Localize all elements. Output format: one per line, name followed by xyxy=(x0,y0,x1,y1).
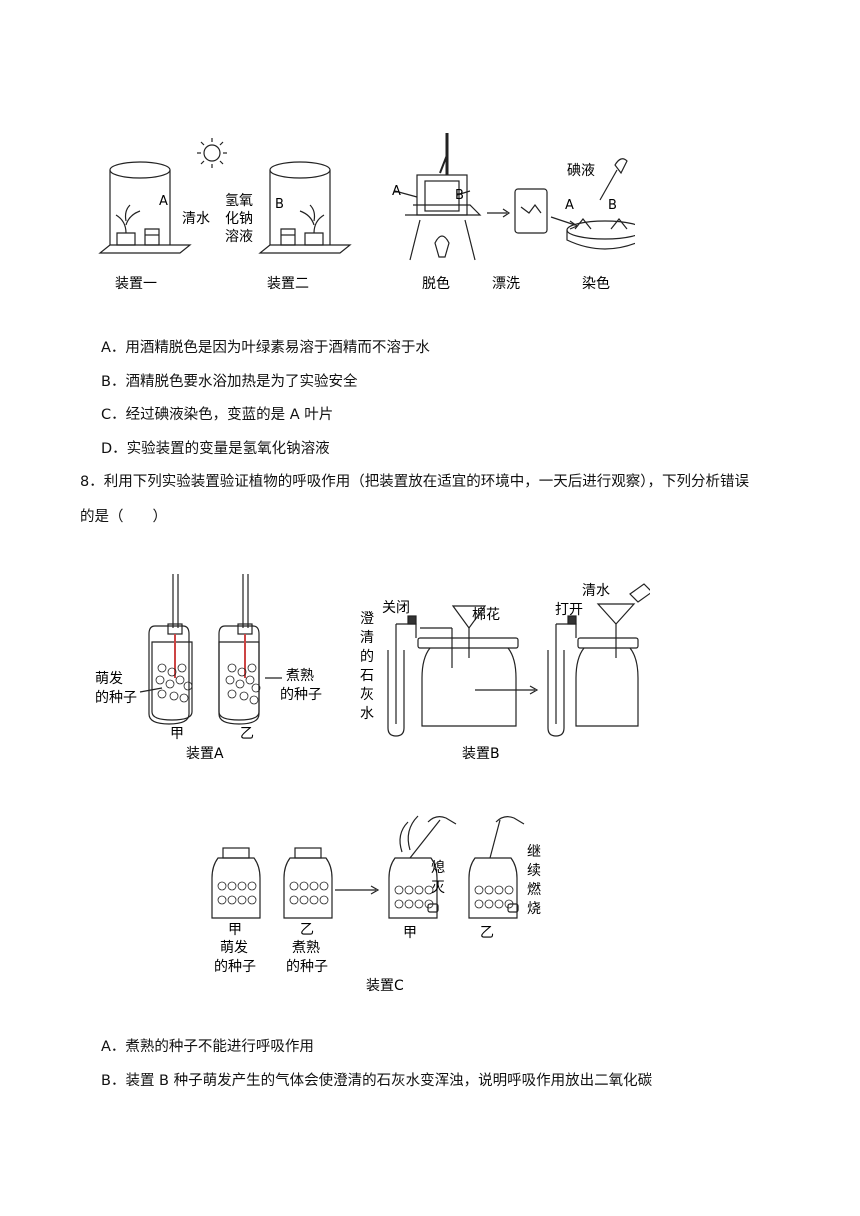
c-boil-label-1: 煮熟 xyxy=(292,940,320,956)
extinguish-char-2: 灭 xyxy=(431,880,445,896)
hand-yi-icon xyxy=(495,816,525,825)
caption-device-2: 装置二 xyxy=(267,276,309,292)
bath-a-label: A xyxy=(392,184,401,199)
seeds-a-icon xyxy=(155,663,261,705)
boiled-seed-label-1: 煮熟 xyxy=(286,668,314,684)
q8-stem-line-2: 的是（ ） xyxy=(80,509,167,525)
extinguish-char-1: 熄 xyxy=(431,859,445,876)
dish-b-label: B xyxy=(608,198,617,213)
lime-char-5: 灰 xyxy=(360,687,374,703)
sun-icon xyxy=(197,138,227,168)
figure-device-c-drawing: 甲 乙 萌发 的种子 煮熟 的种子 熄 灭 继 续 燃 烧 甲 乙 装置C xyxy=(211,815,541,994)
q7-option-b[interactable]: B．酒精脱色要水浴加热是为了实验安全 xyxy=(101,374,358,390)
naoh-label-3: 溶液 xyxy=(225,229,253,245)
thermos-jia-icon xyxy=(148,574,193,725)
caption-decolor: 脱色 xyxy=(422,275,450,292)
burn-char-3: 燃 xyxy=(527,881,541,898)
c-yi-test-label: 乙 xyxy=(480,925,494,941)
thermos-yi-icon xyxy=(218,574,260,725)
figure-photosynthesis-drawing: A 清水 氢氧 B 化钠 溶液 A B 碘液 A B 装置一 装置二 脱色 漂洗… xyxy=(98,133,644,292)
petri-dish-icon xyxy=(566,218,644,250)
c-germ-label-1: 萌发 xyxy=(220,940,248,956)
arrow-b-icon xyxy=(475,685,539,695)
bottle-jia-test-icon xyxy=(388,815,441,919)
jar-left-icon xyxy=(417,605,519,727)
c-boil-label-2: 的种子 xyxy=(286,959,328,975)
iodine-label: 碘液 xyxy=(567,163,595,179)
jia-label: 甲 xyxy=(170,726,184,742)
device-b-caption: 装置B xyxy=(462,746,500,762)
germ-seed-label-1: 萌发 xyxy=(95,671,123,687)
burn-char-4: 烧 xyxy=(527,901,541,917)
lime-char-2: 清 xyxy=(360,630,374,646)
rinse-beaker-icon xyxy=(514,188,548,234)
naoh-label-2: 化钠 xyxy=(225,211,253,227)
test-tube-left-icon xyxy=(387,615,417,737)
test-tube-right-icon xyxy=(547,615,577,737)
open-label: 打开 xyxy=(555,601,583,618)
figure-device-c: 甲 乙 萌发 的种子 煮熟 的种子 熄 灭 继 续 燃 烧 甲 乙 装置C xyxy=(200,800,560,1000)
figure-photosynthesis: A 清水 氢氧 B 化钠 溶液 A B 碘液 A B 装置一 装置二 脱色 漂洗… xyxy=(95,125,644,300)
caption-device-1: 装置一 xyxy=(115,276,157,292)
bell-jar-1-icon xyxy=(98,161,192,254)
leaf-b-label: B xyxy=(275,197,284,212)
water-label: 清水 xyxy=(182,211,210,227)
q7-option-a[interactable]: A．用酒精脱色是因为叶绿素易溶于酒精而不溶于水 xyxy=(101,340,430,356)
c-germ-label-2: 的种子 xyxy=(214,959,256,975)
caption-stain: 染色 xyxy=(582,275,610,292)
yi-label: 乙 xyxy=(240,726,254,742)
c-yi-label: 乙 xyxy=(300,922,314,938)
device-a-caption: 装置A xyxy=(186,746,224,762)
bottle-yi-icon xyxy=(283,847,333,919)
bell-jar-2-icon xyxy=(258,161,352,254)
c-jia-test-label: 甲 xyxy=(403,925,417,941)
caption-rinse: 漂洗 xyxy=(492,276,520,292)
jar-right-icon xyxy=(575,583,653,727)
q8-option-b[interactable]: B．装置 B 种子萌发产生的气体会使澄清的石灰水变浑浊，说明呼吸作用放出二氧化碳 xyxy=(101,1073,653,1089)
germ-seed-label-2: 的种子 xyxy=(95,690,137,706)
q8-option-a[interactable]: A．煮熟的种子不能进行呼吸作用 xyxy=(101,1039,314,1055)
naoh-label-1: 氢氧 xyxy=(225,193,253,209)
device-c-caption: 装置C xyxy=(366,978,404,994)
bottle-jia-icon xyxy=(211,847,261,919)
bath-b-label: B xyxy=(455,188,464,203)
dish-a-label: A xyxy=(565,198,574,213)
hand-jia-icon xyxy=(427,816,457,825)
lime-char-4: 石 xyxy=(360,668,374,684)
lime-char-1: 澄 xyxy=(360,611,374,627)
lime-char-3: 的 xyxy=(360,649,374,665)
arrow-2-icon xyxy=(550,216,579,230)
dropper-icon xyxy=(599,158,628,201)
arrow-1-icon xyxy=(487,208,511,218)
figure-devices-ab-drawing: 萌发 的种子 煮熟 的种子 甲 乙 装置A 关闭 棉花 澄 清 的 石 灰 水 … xyxy=(95,574,653,762)
burn-char-1: 继 xyxy=(527,844,541,860)
q8-stem-line-1: 8．利用下列实验装置验证植物的呼吸作用（把装置放在适宜的环境中，一天后进行观察）… xyxy=(80,474,749,490)
arrow-c-icon xyxy=(335,885,380,895)
water-label-b: 清水 xyxy=(582,583,610,599)
cotton-label: 棉花 xyxy=(472,606,500,623)
q7-option-d[interactable]: D．实验装置的变量是氢氧化钠溶液 xyxy=(101,441,330,457)
lime-char-6: 水 xyxy=(360,706,374,722)
burn-char-2: 续 xyxy=(527,862,541,879)
seeds-c-icon xyxy=(217,881,514,909)
boiled-seed-label-2: 的种子 xyxy=(280,687,322,703)
bottle-yi-test-icon xyxy=(468,819,518,919)
figure-devices-ab: 萌发 的种子 煮熟 的种子 甲 乙 装置A 关闭 棉花 澄 清 的 石 灰 水 … xyxy=(90,568,653,768)
water-bath-icon xyxy=(394,133,482,261)
leaf-a-label: A xyxy=(159,194,168,209)
q7-option-c[interactable]: C．经过碘液染色，变蓝的是 A 叶片 xyxy=(101,407,334,423)
c-jia-label: 甲 xyxy=(228,922,242,938)
close-label: 关闭 xyxy=(382,600,410,616)
